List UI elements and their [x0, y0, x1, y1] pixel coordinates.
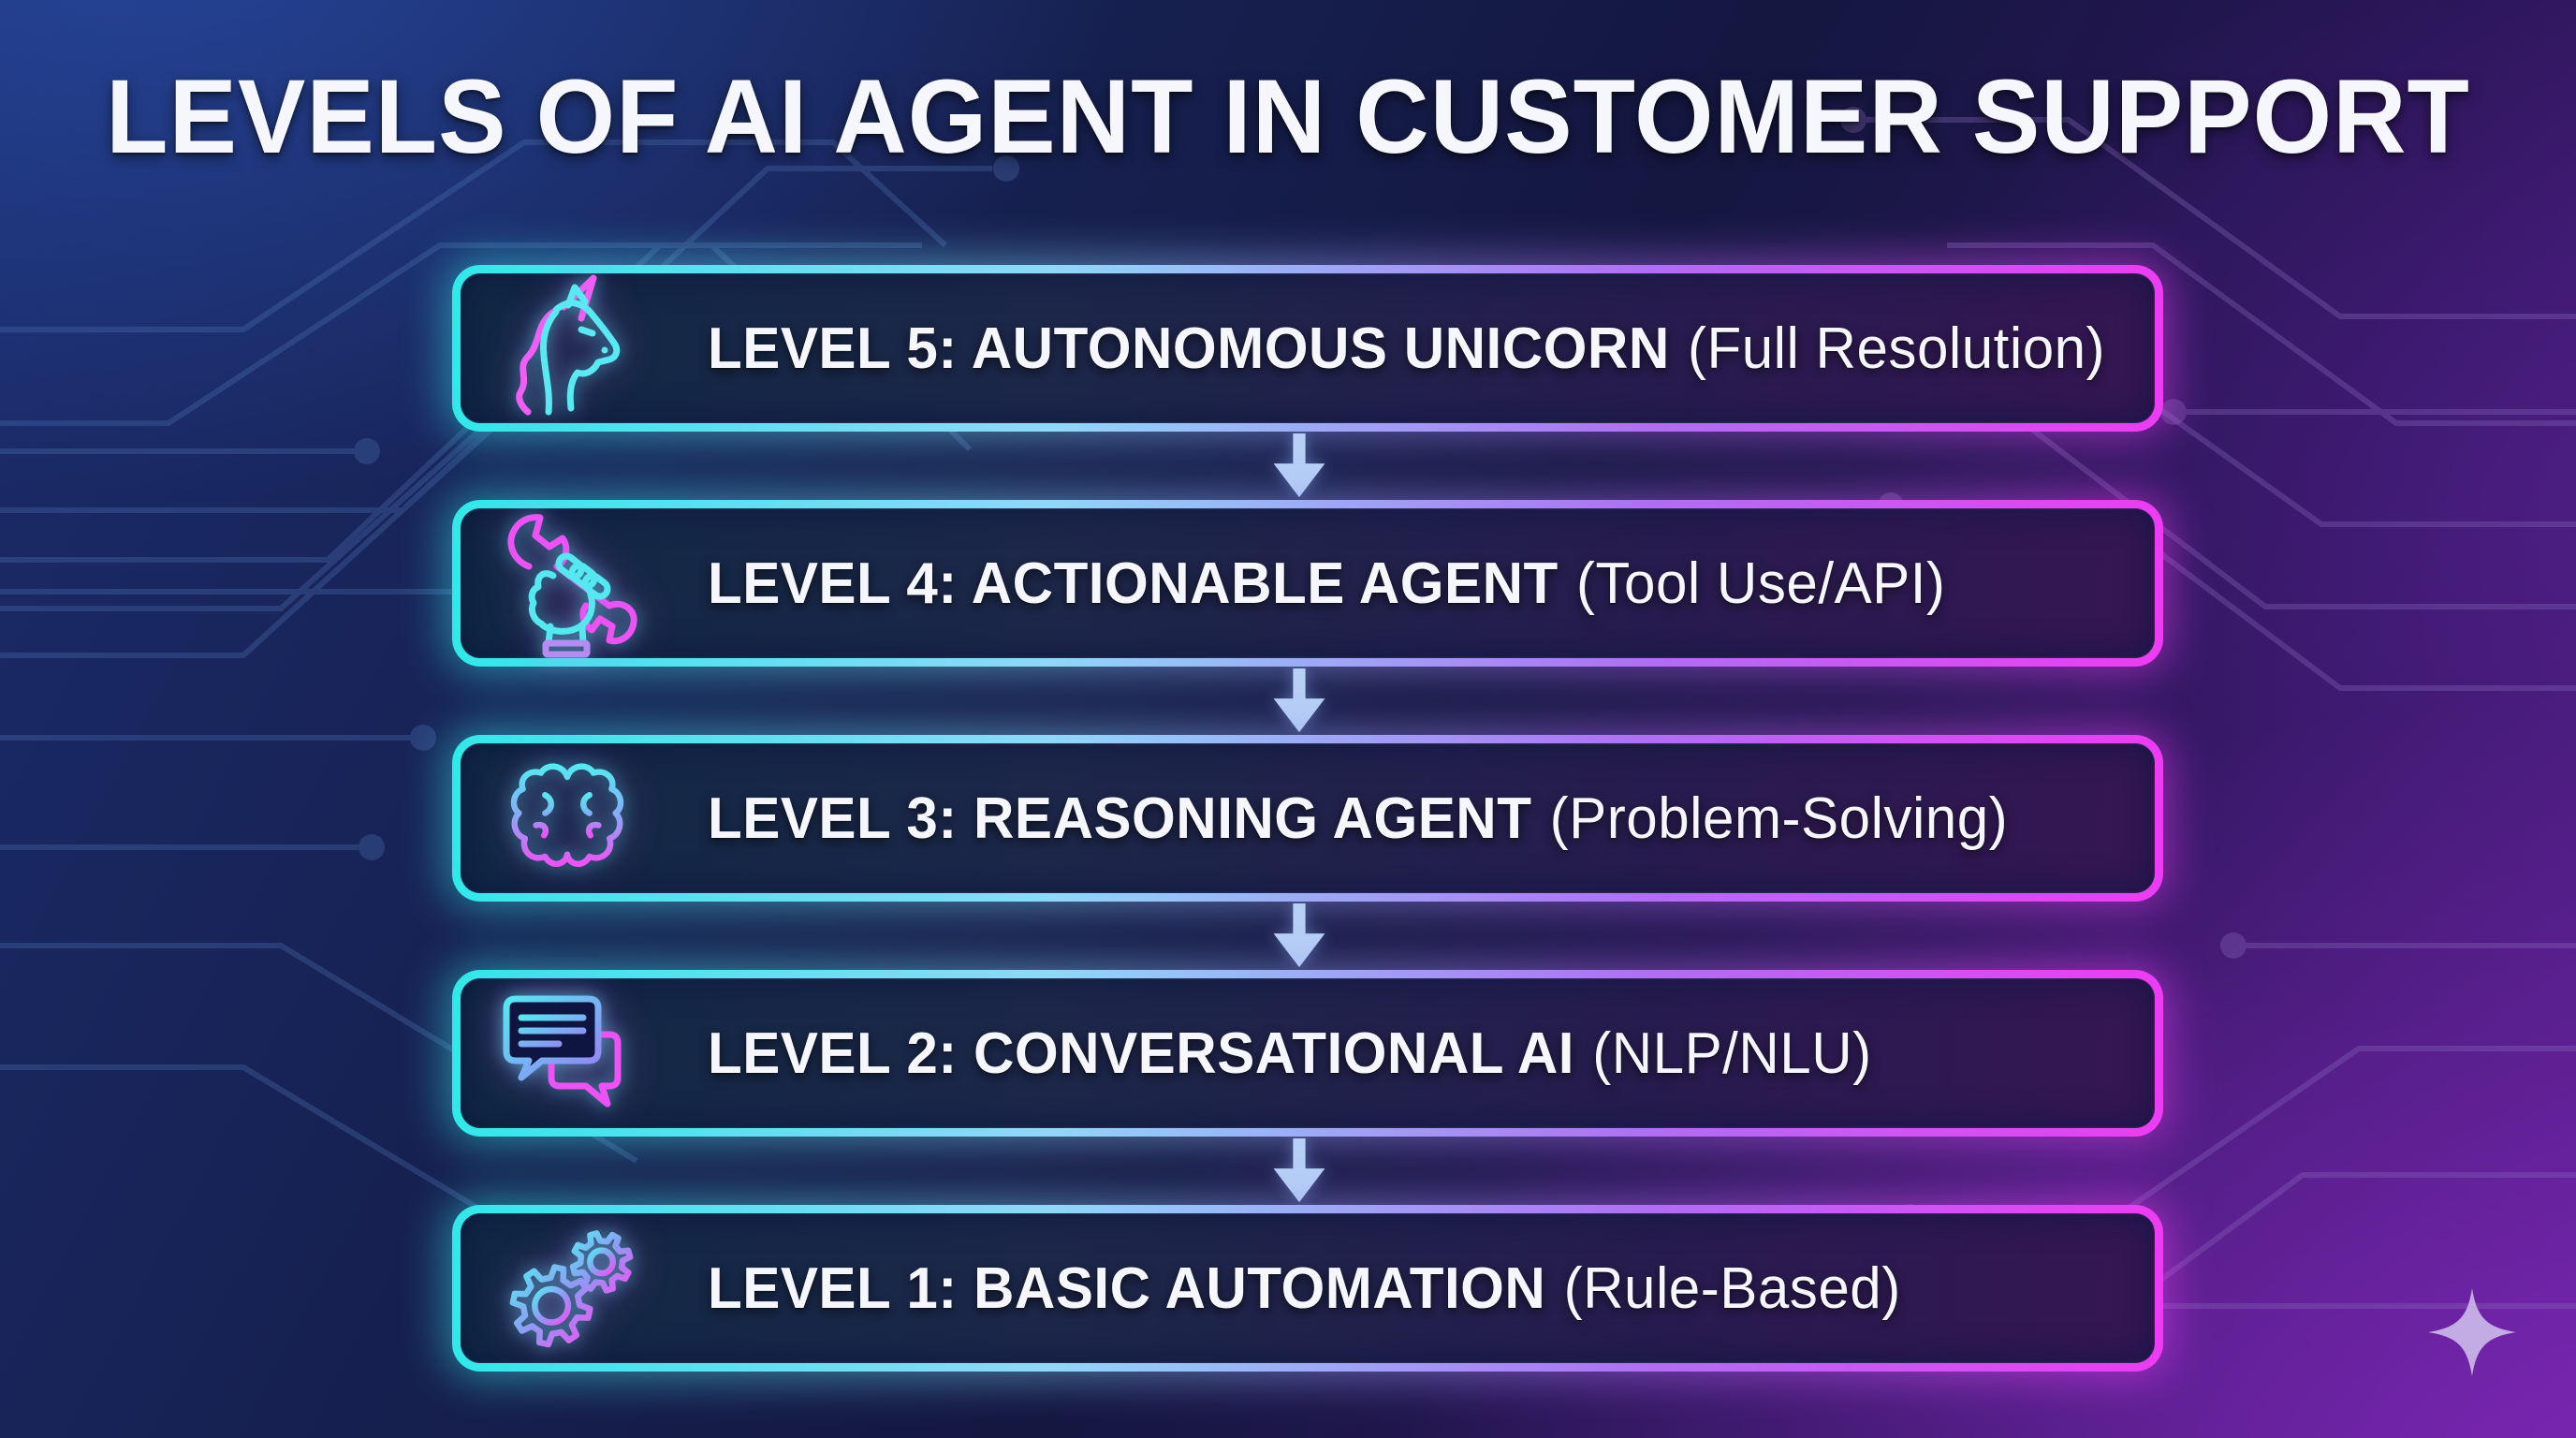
level-3-title: LEVEL 3: REASONING AGENT — [708, 785, 1532, 851]
level-1-frame — [452, 1205, 2163, 1372]
gears-icon — [490, 1218, 644, 1358]
hand-wrench-icon — [490, 508, 644, 658]
arrow-down-icon — [1273, 668, 1325, 733]
level-3-detail: (Problem-Solving) — [1549, 785, 2009, 851]
level-1-label: LEVEL 1: BASIC AUTOMATION (Rule-Based) — [708, 1255, 1901, 1322]
level-2-detail: (NLP/NLU) — [1592, 1020, 1872, 1086]
level-2-frame — [452, 970, 2163, 1137]
level-1-box: LEVEL 1: BASIC AUTOMATION (Rule-Based) — [452, 1205, 2163, 1372]
level-3-label: LEVEL 3: REASONING AGENT (Problem-Solving… — [708, 785, 2008, 852]
chat-bubbles-icon — [490, 988, 644, 1119]
level-4-frame — [452, 500, 2163, 667]
unicorn-icon — [490, 273, 644, 423]
level-3-frame — [452, 735, 2163, 902]
brain-icon — [490, 753, 644, 884]
level-4-label: LEVEL 4: ACTIONABLE AGENT(Tool Use/API) — [708, 550, 1945, 617]
arrow-down-icon — [1273, 433, 1325, 498]
level-5-detail: (Full Resolution) — [1687, 315, 2106, 381]
level-5-label: LEVEL 5: AUTONOMOUS UNICORN (Full Resolut… — [708, 315, 2105, 382]
level-1-title: LEVEL 1: BASIC AUTOMATION — [708, 1255, 1546, 1321]
arrow-down-icon — [1273, 903, 1325, 968]
page-title: LEVELS OF AI AGENT IN CUSTOMER SUPPORT — [106, 58, 2470, 175]
level-5-title: LEVEL 5: AUTONOMOUS UNICORN — [708, 315, 1670, 381]
level-1-detail: (Rule-Based) — [1563, 1255, 1901, 1321]
level-5-frame — [452, 265, 2163, 432]
level-4-box: LEVEL 4: ACTIONABLE AGENT(Tool Use/API) — [452, 500, 2163, 667]
sparkle-icon — [2427, 1287, 2517, 1377]
level-4-title: LEVEL 4: ACTIONABLE AGENT — [708, 550, 1559, 616]
level-2-label: LEVEL 2: CONVERSATIONAL AI (NLP/NLU) — [708, 1020, 1872, 1087]
level-5-box: LEVEL 5: AUTONOMOUS UNICORN (Full Resolut… — [452, 265, 2163, 432]
level-2-title: LEVEL 2: CONVERSATIONAL AI — [708, 1020, 1574, 1086]
level-3-box: LEVEL 3: REASONING AGENT (Problem-Solving… — [452, 735, 2163, 902]
level-2-box: LEVEL 2: CONVERSATIONAL AI (NLP/NLU) — [452, 970, 2163, 1137]
level-4-detail: (Tool Use/API) — [1575, 550, 1946, 616]
arrow-down-icon — [1273, 1138, 1325, 1203]
